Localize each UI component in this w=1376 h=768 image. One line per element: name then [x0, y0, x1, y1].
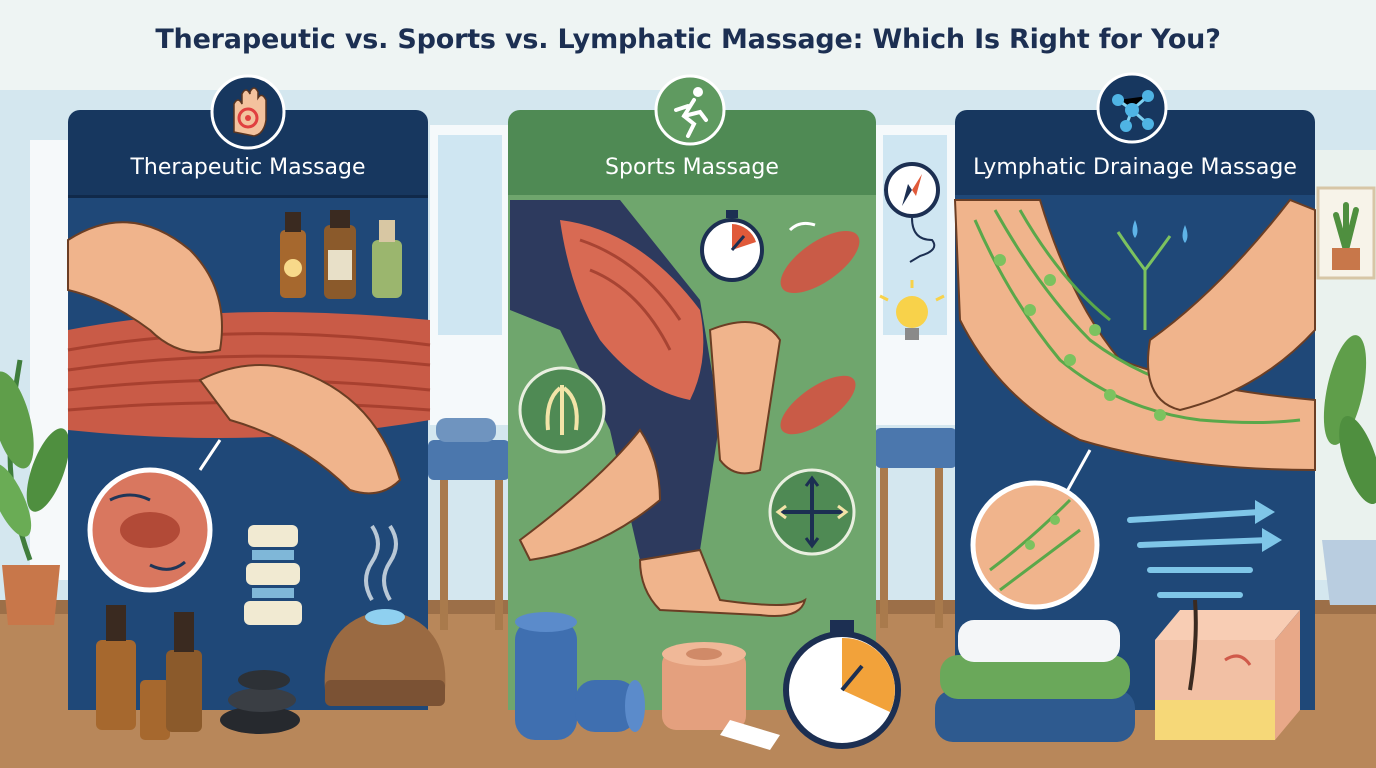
muscle-forearm-illustration [67, 221, 431, 495]
page-title: Therapeutic vs. Sports vs. Lymphatic Mas… [155, 24, 1221, 55]
compass-icon [884, 162, 940, 263]
lymph-vessels-droplets-icon [1116, 220, 1188, 330]
essential-oil-bottles-bottom [96, 605, 202, 740]
skin-cross-section-icon [1155, 599, 1300, 740]
stopwatch-small-icon [700, 210, 764, 282]
hot-stones-icon [220, 670, 300, 734]
expand-arrows-icon [768, 468, 856, 556]
lymph-magnifier-icon [970, 449, 1100, 610]
knee-leg-illustration [510, 200, 807, 617]
spine-vertebrae-icon [244, 525, 302, 625]
muscle-stretch-icon-bottom [780, 375, 856, 435]
massage-table-left [428, 418, 510, 630]
arm-lymph-illustration [953, 198, 1316, 472]
kinesiology-tape-icon [662, 642, 780, 750]
lightbulb-icon [879, 280, 945, 340]
directional-arrows-icon [518, 366, 606, 454]
muscle-stretch-icon-top [780, 221, 860, 294]
wall-plant-frame [1316, 186, 1376, 280]
panel-label-therapeutic: Therapeutic Massage [130, 155, 366, 180]
aroma-diffuser-icon [324, 609, 446, 706]
massage-table-right [875, 428, 957, 628]
knot-magnifier-icon [87, 439, 222, 593]
steam-icon [364, 524, 398, 602]
running-person-icon [654, 74, 726, 146]
panel-label-lymphatic: Lymphatic Drainage Massage [973, 155, 1297, 180]
potted-plant-left [0, 359, 70, 625]
potted-plant-right [1322, 335, 1376, 605]
lymph-node-network-icon [1096, 72, 1168, 144]
essential-oil-bottles-top [280, 210, 402, 299]
flow-arrows-icon [1127, 500, 1282, 598]
stopwatch-large-icon [783, 620, 901, 749]
foam-roller-icon [515, 612, 645, 740]
panel-label-sports: Sports Massage [605, 155, 779, 180]
hand-pain-icon [210, 74, 286, 150]
folded-towels-icon [935, 620, 1135, 742]
